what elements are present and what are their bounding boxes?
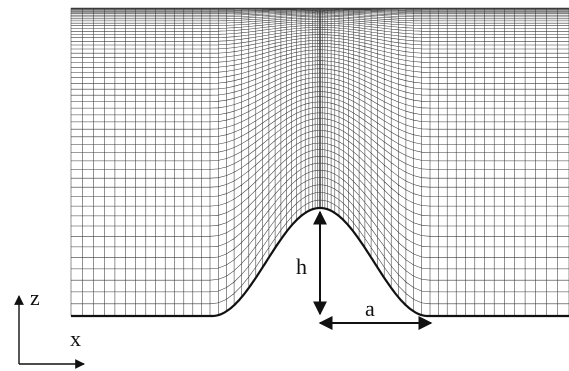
height-label: h — [296, 254, 307, 279]
z-axis-label: z — [30, 285, 40, 310]
curvilinear-grid-mesh — [70, 7, 569, 318]
x-axis-label: x — [70, 326, 81, 351]
half-width-label: a — [365, 296, 375, 321]
hill-surface — [71, 206, 569, 318]
